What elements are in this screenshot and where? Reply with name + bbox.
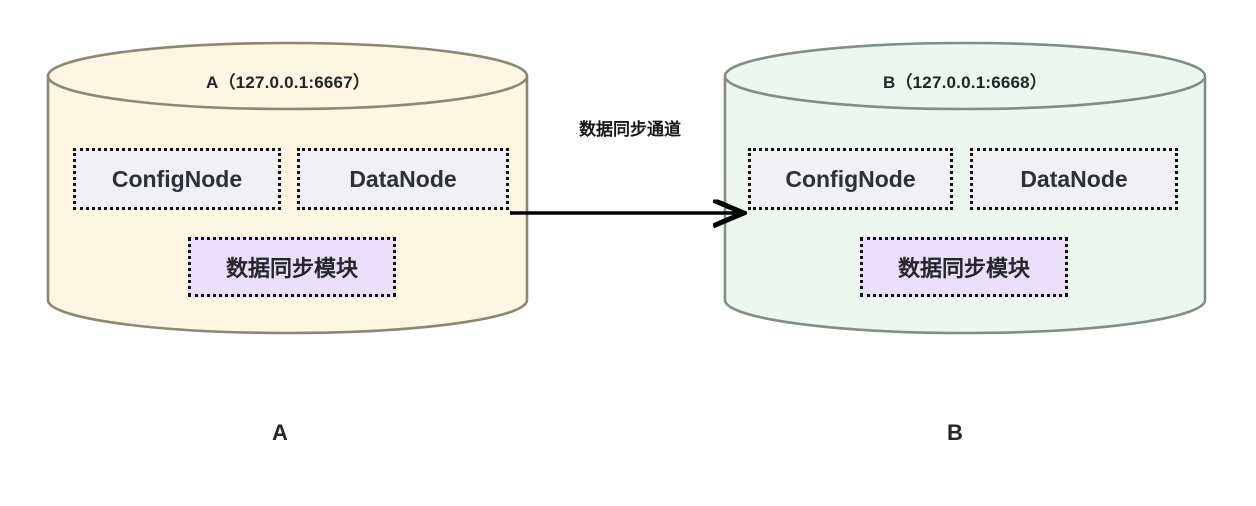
node-b-datanode[interactable]: DataNode [970,148,1178,210]
node-a-confignode[interactable]: ConfigNode [73,148,281,210]
caption-node-a: A [272,420,288,445]
node-a-sync-module[interactable]: 数据同步模块 [188,237,396,297]
caption-node-b: B [947,420,963,445]
node-a-title: A（127.0.0.1:6667） [205,73,371,92]
node-b-confignode[interactable]: ConfigNode [748,148,953,210]
node-b-sync-module[interactable]: 数据同步模块 [860,237,1068,297]
node-a-datanode[interactable]: DataNode [297,148,509,210]
node-b-title: B（127.0.0.1:6668） [882,73,1048,92]
sync-channel-label: 数据同步通道 [579,120,681,139]
